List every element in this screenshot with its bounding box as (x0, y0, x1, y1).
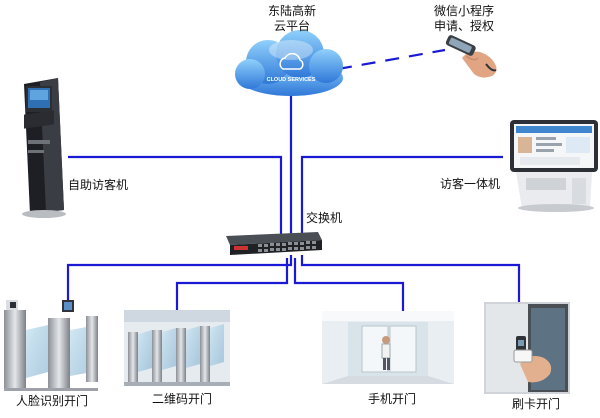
wechat-mini-program-label: 微信小程序 申请、授权 (424, 4, 504, 34)
connection-lines (66, 90, 521, 313)
qr-code-gate-icon (124, 310, 230, 386)
card-door-line (300, 255, 521, 302)
face-recognition-gate-icon (4, 300, 98, 391)
cloud-icon (235, 30, 343, 96)
wechat-dashed-link (337, 48, 446, 71)
hand-phone-icon (445, 35, 497, 78)
qr-gate-line (175, 258, 289, 313)
terminal-label: 访客一体机 (440, 177, 501, 191)
wechat-label-line2: 申请、授权 (433, 19, 494, 33)
kiosk-label: 自助访客机 (68, 178, 129, 192)
self-service-kiosk-icon (22, 78, 66, 218)
cloud-platform-label-line2: 云平台 (273, 19, 310, 33)
cloud-badge-text: CLOUD SERVICES (267, 77, 316, 83)
phone-door-line (293, 258, 405, 313)
switch-label: 交换机 (306, 211, 343, 225)
card-swipe-door-icon (484, 302, 570, 394)
face-gate-label: 人脸识别开门 (16, 394, 89, 408)
phone-door-corridor-icon (322, 311, 454, 384)
network-switch-icon (226, 232, 322, 255)
phone-door-label: 手机开门 (368, 392, 417, 406)
card-door-label: 刷卡开门 (512, 397, 561, 411)
face-gate-line (66, 255, 293, 300)
qr-gate-label: 二维码开门 (152, 392, 213, 406)
visitor-terminal-icon (510, 120, 598, 212)
wechat-label-line1: 微信小程序 (433, 4, 494, 18)
kiosk-line (68, 155, 283, 243)
cloud-platform-label-line1: 东陆高新 (267, 4, 316, 18)
terminal-line (300, 155, 503, 243)
cloud-platform-label: 东陆高新 云平台 (256, 4, 328, 34)
